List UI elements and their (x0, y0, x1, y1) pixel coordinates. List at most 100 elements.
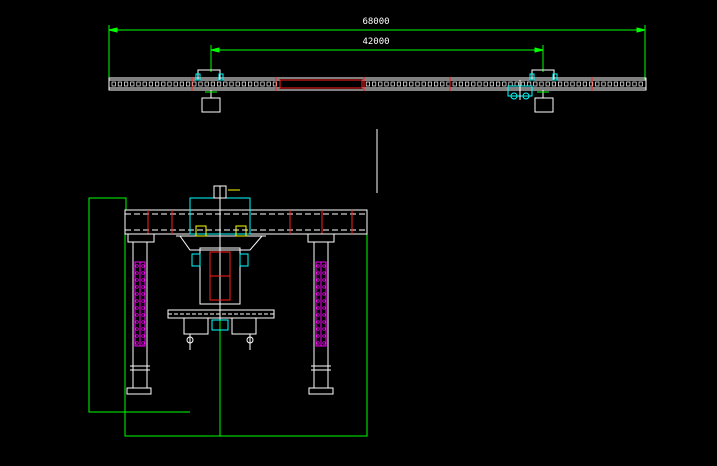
girder-hole (533, 81, 538, 87)
girder-hole (272, 81, 277, 87)
girder-hole (396, 81, 401, 87)
left-leg (126, 233, 155, 395)
leg-bolt (135, 320, 139, 324)
leg-bolt (322, 327, 326, 331)
girder-hole (415, 81, 420, 87)
girder-hole (179, 81, 184, 87)
girder-hole (384, 81, 389, 87)
leg-bolt (135, 306, 139, 310)
leg-bolt (322, 299, 326, 303)
girder-hole (372, 81, 377, 87)
leg-bolt (141, 313, 145, 317)
right-leg (307, 233, 335, 395)
girder-hole (452, 81, 457, 87)
girder-hole (601, 81, 606, 87)
leg-bolt (141, 327, 145, 331)
girder-hole (440, 81, 445, 87)
girder-hole (471, 81, 476, 87)
girder-hole (117, 81, 122, 87)
leg-bolt (316, 313, 320, 317)
girder-hole (421, 81, 426, 87)
girder-hole (409, 81, 414, 87)
girder-hole (142, 81, 147, 87)
girder-hole (155, 81, 160, 87)
girder-hole (192, 81, 197, 87)
girder-hole (520, 81, 525, 87)
leg-bolt (141, 292, 145, 296)
girder-hole (564, 81, 569, 87)
girder-hole (496, 81, 501, 87)
girder-hole (539, 81, 544, 87)
trolley-top (507, 80, 533, 100)
girder-hole (130, 81, 135, 87)
leg-bolt (135, 292, 139, 296)
girder-hole (558, 81, 563, 87)
leg-bolt (135, 299, 139, 303)
girder-hole (217, 81, 222, 87)
girder-hole (570, 81, 575, 87)
leg-bolt (141, 264, 145, 268)
leg-bolt (316, 334, 320, 338)
leg-bolt (135, 313, 139, 317)
overall-span-label: 68000 (362, 17, 389, 27)
girder-hole (186, 81, 191, 87)
girder-hole (582, 81, 587, 87)
leg-bolt (316, 299, 320, 303)
leg-bolt (135, 278, 139, 282)
girder-web-holes (111, 81, 643, 87)
girder-hole (266, 81, 271, 87)
girder-hole (365, 81, 370, 87)
girder-hole (551, 81, 556, 87)
girder-hole (390, 81, 395, 87)
girder-hole (613, 81, 618, 87)
leg-bolt (322, 271, 326, 275)
leg-bolt (322, 285, 326, 289)
leg-bolt (135, 334, 139, 338)
leg-bolt (135, 264, 139, 268)
leg-bolt (322, 264, 326, 268)
girder-hole (458, 81, 463, 87)
leg-bolt (316, 278, 320, 282)
girder-hole (148, 81, 153, 87)
side-girder-red-marks (147, 210, 353, 234)
leg-bolt (322, 341, 326, 345)
right-support-top (529, 69, 558, 113)
leg-bolt (135, 285, 139, 289)
girder-hole (626, 81, 631, 87)
girder-hole (124, 81, 129, 87)
spreader-beam (167, 309, 275, 350)
girder-hole (204, 81, 209, 87)
top-elevation-view: 68000 42000 (108, 17, 647, 113)
girder-hole (136, 81, 141, 87)
girder-hole (403, 81, 408, 87)
leg-bolt (316, 271, 320, 275)
girder-hole (477, 81, 482, 87)
girder-hole (223, 81, 228, 87)
girder-hole (632, 81, 637, 87)
girder-hole (545, 81, 550, 87)
leg-bolt (316, 292, 320, 296)
leg-bolt (135, 271, 139, 275)
left-leg-bolts (135, 264, 145, 345)
girder-hole (111, 81, 116, 87)
left-support-top (195, 69, 224, 113)
overall-dimension (108, 25, 646, 80)
leg-bolt (141, 306, 145, 310)
girder-splice-lines (191, 77, 593, 91)
girder-hole (434, 81, 439, 87)
leg-bolt (316, 285, 320, 289)
girder-hole (483, 81, 488, 87)
leg-bolt (322, 306, 326, 310)
girder-hole (638, 81, 643, 87)
girder-hole (254, 81, 259, 87)
leg-bolt (322, 313, 326, 317)
girder-hole (235, 81, 240, 87)
girder-hole (595, 81, 600, 87)
right-leg-bolts (316, 264, 326, 345)
leg-bolt (135, 341, 139, 345)
girder-hole (210, 81, 215, 87)
girder-hole (161, 81, 166, 87)
girder-hole (229, 81, 234, 87)
leg-bolt (141, 341, 145, 345)
girder-hole (527, 81, 532, 87)
